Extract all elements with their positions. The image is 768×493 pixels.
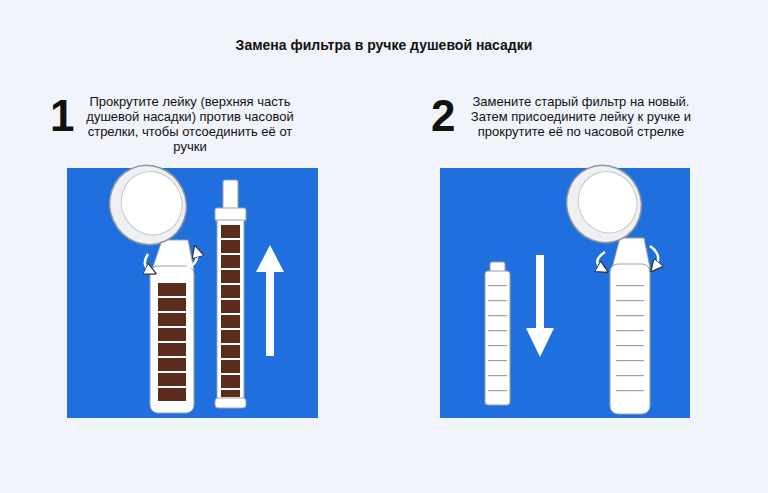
shower-head-with-handle	[97, 153, 200, 413]
diagram-title: Замена фильтра в ручке душевой насадки	[0, 38, 768, 53]
down-arrow	[526, 255, 554, 357]
step-number: 2	[431, 92, 471, 140]
rotate-arrow	[650, 246, 658, 268]
step-number: 1	[50, 92, 90, 140]
old-filter-cartridge	[215, 180, 246, 408]
new-filter-cartridge	[485, 262, 510, 405]
rotate-arrow	[186, 250, 197, 268]
up-arrow	[256, 245, 284, 356]
rotate-arrow	[597, 252, 605, 270]
blue-panel	[67, 168, 318, 418]
filter-inside	[158, 283, 186, 403]
shower-head	[554, 153, 654, 255]
shower-head-with-handle	[554, 153, 658, 414]
blue-panel	[440, 168, 690, 418]
handle	[150, 266, 194, 413]
shower-head	[97, 153, 200, 258]
handle	[610, 264, 650, 414]
filter-segments	[158, 283, 186, 403]
step-instruction: Прокрутите лейку (верхняя часть душевой …	[84, 94, 296, 154]
filter-segments	[616, 272, 644, 404]
rotate-arrow	[145, 254, 152, 272]
step-instruction: Замените старый фильтр на новый. Затем п…	[470, 94, 692, 139]
